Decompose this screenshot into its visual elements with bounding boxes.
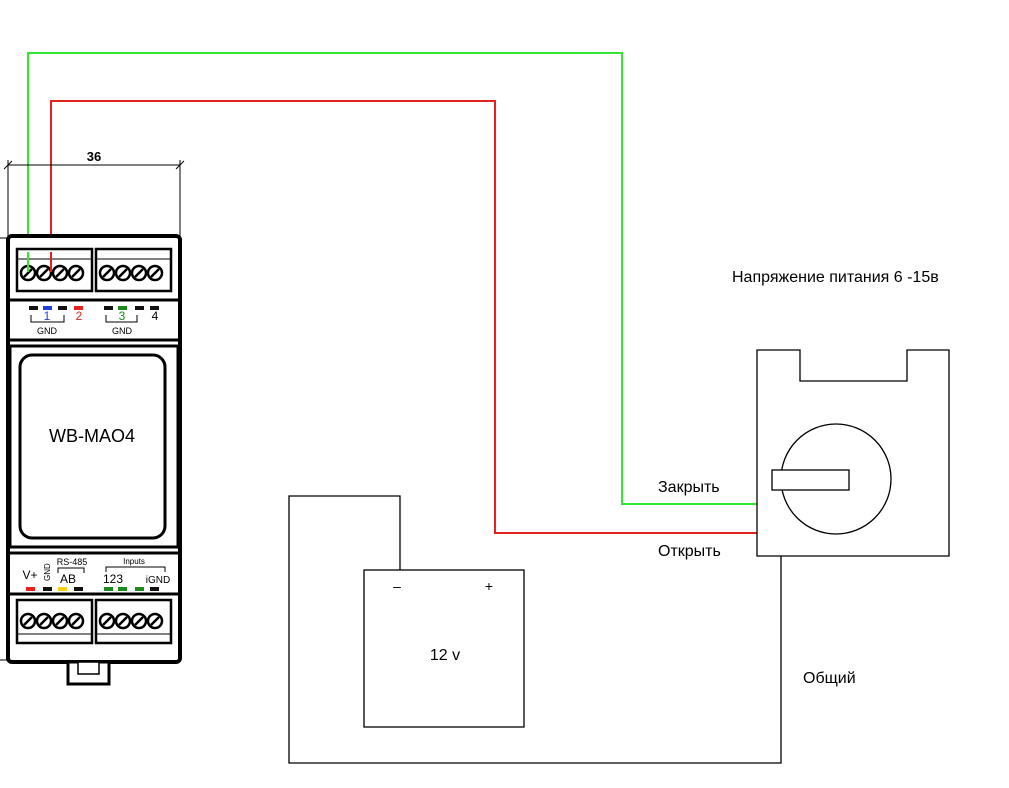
terminal-screw-slot [23,616,33,626]
rs485-label: RS-485 [57,557,88,567]
supply-voltage-label: Напряжение питания 6 -15в [732,269,939,286]
terminal-screw-slot [39,268,49,278]
terminal-screw-slot [150,616,160,626]
inputs-numbers-label: 123 [103,572,123,586]
module-display-window [18,353,167,540]
power-supply-plus: + [485,578,493,594]
vplus-label: V+ [22,568,37,582]
green-wire [27,52,757,505]
terminal-screw-slot [102,268,112,278]
terminal-screw-slot [134,268,144,278]
ignd-label: iGND [146,575,170,586]
gnd-label-left: GND [37,326,58,336]
inputs-label: Inputs [123,557,145,566]
common-label: Общий [803,670,856,687]
terminal-screw-slot [134,616,144,626]
dimension-line [0,160,185,661]
terminal-screw-slot [55,268,65,278]
open-label: Открыть [658,543,721,560]
gnd-label-right: GND [112,326,133,336]
terminal-screw-slot [55,616,65,626]
channel-2-label: 2 [76,309,83,323]
power-supply-minus: – [393,578,401,594]
bottom-leds [26,587,159,591]
terminal-screw-slot [118,616,128,626]
dimension-label: 36 [87,149,101,164]
power-supply-label: 12 v [430,647,460,664]
terminal-screw-slot [39,616,49,626]
power-supply: – + 12 v [363,569,525,728]
module-wb-mao4: 1 2 3 4 GND GND WB-MAO4 V+ GND RS-485 AB… [6,234,182,686]
ab-label: AB [60,572,76,586]
module-name: WB-MAO4 [49,426,135,446]
gnd-vertical-label: GND [43,563,52,581]
common-wire [288,495,782,764]
power-supply-box [363,569,525,728]
terminal-screw-slot [118,268,128,278]
terminal-screw-slot [23,268,33,278]
top-leds [29,306,159,310]
channel-4-label: 4 [152,309,159,323]
terminal-screw-slot [102,616,112,626]
channel-3-label: 3 [119,309,126,323]
terminal-screw-slot [71,268,81,278]
channel-1-label: 1 [44,309,51,323]
terminal-screw-slot [71,616,81,626]
bottom-screws [19,612,164,630]
terminal-screw-slot [150,268,160,278]
top-screws [19,264,164,282]
actuator [756,349,950,557]
red-wire [50,100,757,534]
actuator-handle [771,469,850,491]
close-label: Закрыть [658,479,720,496]
